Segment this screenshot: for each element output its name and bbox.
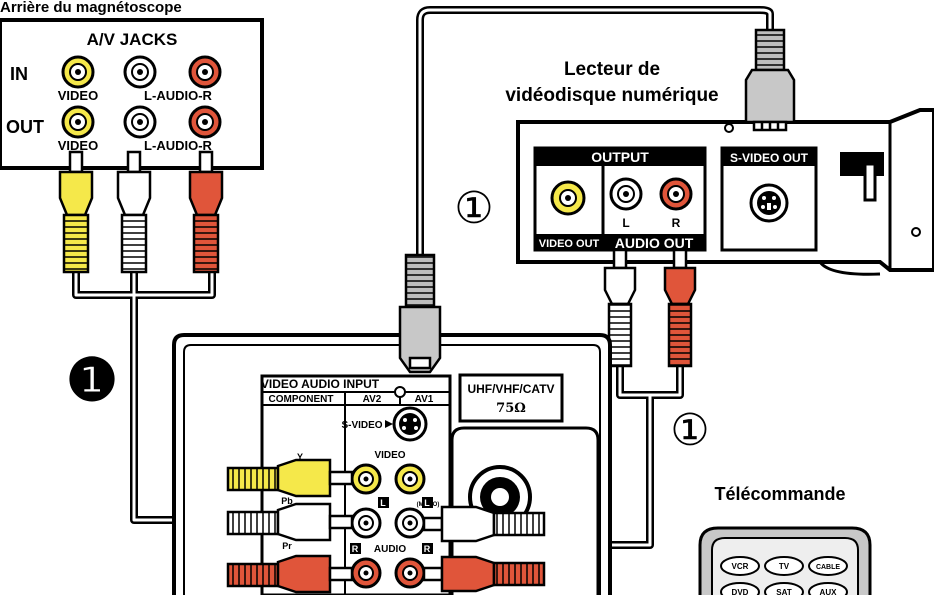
s-video-out-label: S-VIDEO OUT bbox=[730, 151, 809, 165]
dvd-r-label: R bbox=[672, 216, 681, 230]
dvd-video-out-jack bbox=[550, 180, 586, 216]
dvd-s-video-jack bbox=[749, 183, 789, 223]
dvd-s-video-plug bbox=[744, 28, 796, 132]
remote-button-label: TV bbox=[779, 562, 790, 571]
dvd-audio-r-jack bbox=[659, 177, 693, 211]
component-y-plug bbox=[226, 458, 354, 498]
dvd-latch bbox=[840, 152, 884, 202]
tv-av1-r-tag: R bbox=[424, 544, 431, 554]
uhf-label-line1: UHF/VHF/CATV bbox=[467, 382, 554, 396]
remote-button-sat bbox=[764, 582, 804, 595]
tv-audio-label: AUDIO bbox=[374, 544, 406, 555]
vcr-plugs bbox=[58, 150, 224, 274]
vcr-out-audio-r-jack bbox=[188, 105, 222, 139]
step-1-filled-badge: ❶ bbox=[66, 348, 118, 413]
tv-av1-l-tag: L bbox=[424, 498, 430, 508]
remote-button-dvd bbox=[720, 582, 760, 595]
vcr-title: Arrière du magnétoscope bbox=[0, 0, 182, 16]
audio-l-plug bbox=[422, 505, 546, 543]
out-audio-label: L-AUDIO-R bbox=[144, 138, 212, 153]
dvd-player: Lecteur de vidéodisque numérique OUTPUT … bbox=[505, 59, 934, 276]
tv-av1-video-jack bbox=[394, 463, 426, 495]
uhf-label-line2: 75Ω bbox=[496, 401, 526, 416]
tv-av2-l-tag: L bbox=[380, 498, 386, 508]
tv-av1-audio-r-jack bbox=[394, 557, 426, 589]
tv-audio-plugs bbox=[422, 505, 546, 593]
audio-r-plug bbox=[422, 555, 546, 593]
in-audio-label: L-AUDIO-R bbox=[144, 88, 212, 103]
remote-button-aux bbox=[808, 582, 848, 595]
dvd-title-line2: vidéodisque numérique bbox=[505, 85, 718, 106]
tv-av2-r-tag: R bbox=[352, 544, 359, 554]
video-out-label: VIDEO OUT bbox=[539, 238, 600, 250]
remote-button-tv bbox=[764, 556, 804, 576]
remote-button-vcr bbox=[720, 556, 760, 576]
tv-av2-video-jack bbox=[350, 463, 382, 495]
component-pb-plug bbox=[226, 502, 354, 542]
av2-label: AV2 bbox=[363, 394, 382, 405]
red-plug bbox=[188, 150, 224, 274]
remote-button-label: VCR bbox=[732, 562, 749, 571]
white-plug bbox=[116, 150, 152, 274]
pb-label: Pb bbox=[281, 496, 293, 506]
in-video-label: VIDEO bbox=[58, 88, 98, 103]
step-1-outline-badge-top: ① bbox=[454, 183, 493, 234]
vcr-in-video-jack bbox=[61, 55, 95, 89]
dvd-title-line1: Lecteur de bbox=[564, 59, 660, 80]
tv-s-video-jack bbox=[392, 406, 428, 442]
vcr-out-video-jack bbox=[61, 105, 95, 139]
red-audio-plug bbox=[663, 248, 697, 368]
white-audio-plug bbox=[603, 248, 637, 368]
out-video-label: VIDEO bbox=[58, 138, 98, 153]
out-label: OUT bbox=[6, 117, 44, 137]
av-jacks-label: A/V JACKS bbox=[87, 30, 178, 49]
remote-button-cable bbox=[808, 556, 848, 576]
yellow-plug bbox=[58, 150, 94, 274]
vcr-in-audio-l-jack bbox=[123, 55, 157, 89]
tv-av2-audio-r-jack bbox=[350, 557, 382, 589]
audio-out-label: AUDIO OUT bbox=[615, 235, 694, 251]
tv-av1-audio-l-jack bbox=[394, 507, 426, 539]
tv-component-plugs bbox=[226, 458, 354, 594]
video-audio-input-label: VIDEO AUDIO INPUT bbox=[261, 377, 380, 391]
vcr-panel: Arrière du magnétoscope A/V JACKS IN OUT… bbox=[0, 0, 264, 170]
tv-rear-panel: VIDEO AUDIO INPUT COMPONENT AV2 AV1 S-VI… bbox=[172, 333, 612, 595]
vcr-in-audio-r-jack bbox=[188, 55, 222, 89]
tv-video-label: VIDEO bbox=[374, 450, 405, 461]
pr-label: Pr bbox=[282, 541, 292, 551]
dvd-audio-l-jack bbox=[609, 177, 643, 211]
tv-av2-audio-l-jack bbox=[350, 507, 382, 539]
dvd-audio-plugs bbox=[603, 248, 697, 368]
y-label: Y bbox=[297, 452, 303, 462]
s-video-label: S-VIDEO bbox=[341, 420, 382, 431]
tv-s-video-plug bbox=[398, 253, 442, 374]
vcr-out-audio-l-jack bbox=[123, 105, 157, 139]
dvd-l-label: L bbox=[622, 216, 629, 230]
remote-button-label: SAT bbox=[776, 588, 792, 595]
remote-control: Télécommande bbox=[698, 484, 872, 595]
remote-title: Télécommande bbox=[714, 484, 845, 504]
output-label: OUTPUT bbox=[591, 149, 649, 165]
in-label: IN bbox=[10, 64, 28, 84]
remote-button-label: AUX bbox=[820, 588, 838, 595]
step-1-outline-badge-bottom: ① bbox=[670, 405, 709, 456]
component-pr-plug bbox=[226, 554, 354, 594]
av1-label: AV1 bbox=[415, 394, 434, 405]
component-label: COMPONENT bbox=[269, 394, 334, 405]
remote-button-label: DVD bbox=[732, 588, 749, 595]
remote-buttons: VCR TV CABLE DVD SAT AUX bbox=[720, 556, 848, 595]
remote-button-label: CABLE bbox=[816, 564, 840, 571]
